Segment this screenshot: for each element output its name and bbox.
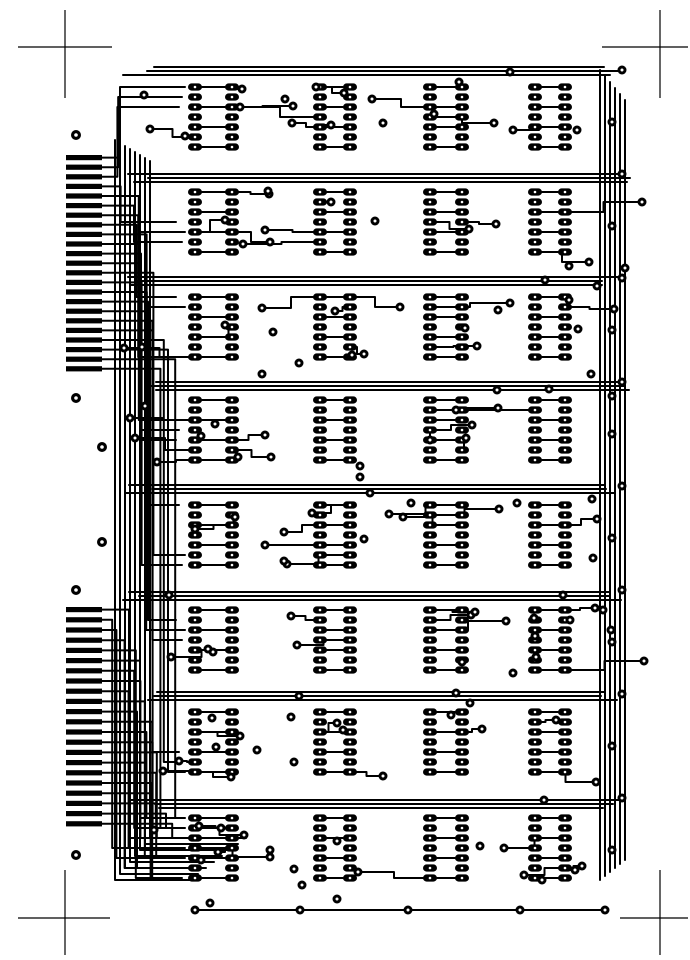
connector-finger (66, 780, 102, 786)
connector-finger (66, 658, 102, 664)
connector-finger (66, 308, 102, 314)
ic-footprint (188, 501, 239, 569)
ic-footprint (188, 606, 239, 674)
ic-footprint (313, 708, 357, 776)
connector-finger (66, 821, 102, 827)
ic-footprint (528, 814, 572, 882)
ic-footprint (313, 606, 357, 674)
ic-footprint (188, 83, 239, 151)
connector-finger (66, 729, 102, 735)
connector-finger (66, 337, 102, 343)
connector-finger (66, 279, 102, 285)
connector-finger (66, 270, 102, 276)
connector-finger (66, 222, 102, 228)
ic-footprint (313, 293, 357, 361)
connector-finger (66, 203, 102, 209)
connector-finger (66, 770, 102, 776)
connector-finger (66, 627, 102, 633)
connector-finger (66, 637, 102, 643)
ic-footprints (188, 83, 572, 882)
ic-footprint (313, 188, 357, 256)
registration-mark-bottom-left (18, 870, 110, 955)
ic-footprint (528, 606, 572, 674)
connector-finger (66, 318, 102, 324)
ic-footprint (188, 293, 239, 361)
connector-finger (66, 698, 102, 704)
connector-finger (66, 811, 102, 817)
connector-finger (66, 193, 102, 199)
connector-finger (66, 607, 102, 613)
registration-marks (18, 10, 688, 955)
ic-footprint (423, 188, 469, 256)
ic-footprint (188, 708, 239, 776)
connector-finger (66, 617, 102, 623)
connector-finger (66, 212, 102, 218)
connector-finger (66, 739, 102, 745)
registration-mark-top-right (602, 10, 688, 98)
connector-finger (66, 347, 102, 353)
connector-finger (66, 356, 102, 362)
ic-footprint (528, 501, 572, 569)
connector-finger (66, 260, 102, 266)
connector-finger (66, 366, 102, 372)
ic-footprint (313, 396, 357, 464)
edge-connectors (66, 155, 102, 827)
ic-footprint (313, 814, 357, 882)
connector-finger (66, 749, 102, 755)
vias (71, 65, 649, 915)
connector-finger (66, 647, 102, 653)
ic-footprint (528, 396, 572, 464)
connector-finger (66, 289, 102, 295)
connector-finger (66, 709, 102, 715)
ic-footprint (528, 293, 572, 361)
connector-finger (66, 760, 102, 766)
connector-finger (66, 719, 102, 725)
connector-finger (66, 327, 102, 333)
upper-connector (66, 155, 102, 372)
connector-finger (66, 251, 102, 257)
connector-finger (66, 688, 102, 694)
connector-finger (66, 678, 102, 684)
connector-finger (66, 241, 102, 247)
ic-footprint (313, 501, 357, 569)
ic-footprint (423, 708, 469, 776)
ic-footprint (528, 188, 572, 256)
connector-finger (66, 299, 102, 305)
ic-footprint (528, 708, 572, 776)
connector-finger (66, 790, 102, 796)
registration-mark-bottom-right (620, 870, 688, 955)
connector-finger (66, 155, 102, 161)
lower-connector (66, 607, 102, 827)
ic-footprint (188, 396, 239, 464)
connector-finger (66, 668, 102, 674)
ic-footprint (423, 501, 469, 569)
ic-footprint (423, 814, 469, 882)
ic-footprint (188, 188, 239, 256)
connector-finger (66, 800, 102, 806)
ic-footprint (313, 83, 357, 151)
registration-mark-top-left (18, 10, 112, 98)
ic-footprint (528, 83, 572, 151)
connector-finger (66, 174, 102, 180)
connector-finger (66, 164, 102, 170)
connector-finger (66, 231, 102, 237)
ic-footprint (423, 83, 469, 151)
connector-finger (66, 183, 102, 189)
